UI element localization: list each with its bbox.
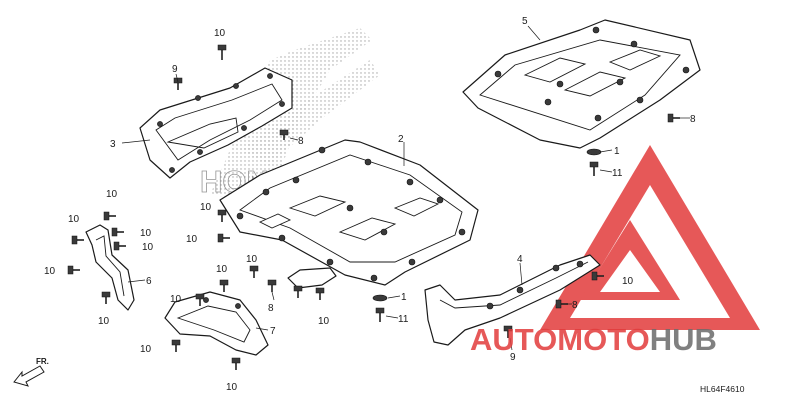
bolt-icon — [249, 265, 259, 278]
bolt-icon — [231, 357, 241, 370]
watermark-text-moto: MOTO — [557, 322, 649, 357]
callout-10: 10 — [44, 266, 56, 277]
callout-8: 8 — [690, 114, 696, 125]
step-bar-part-4 — [424, 254, 601, 346]
bolt-icon — [71, 235, 84, 245]
bolt-icon — [267, 279, 277, 292]
bolt-icon — [103, 211, 116, 221]
bolt-icon — [217, 44, 227, 60]
callout-3: 3 — [110, 139, 116, 150]
bolt-icon — [111, 227, 124, 237]
callout-10: 10 — [142, 242, 154, 253]
callout-11: 11 — [612, 168, 623, 179]
fastener-bolts — [67, 44, 680, 370]
callout-5: 5 — [522, 16, 528, 27]
callout-10: 10 — [98, 316, 110, 327]
callout-8: 8 — [298, 136, 304, 147]
guard-part-3 — [139, 67, 293, 179]
callout-10: 10 — [186, 234, 198, 245]
callout-1: 1 — [614, 146, 620, 157]
callout-10: 10 — [318, 316, 330, 327]
watermark-wordmark: AUTOMOTOHUB — [470, 322, 717, 357]
callout-10: 10 — [140, 228, 152, 239]
bolt-icon — [173, 77, 183, 90]
bracket-part-6 — [85, 224, 135, 311]
bolt-icon — [293, 285, 303, 298]
callout-10: 10 — [140, 344, 152, 355]
callout-6: 6 — [146, 276, 152, 287]
diagram-code: HL64F4610 — [700, 384, 745, 394]
bolt-icon — [171, 339, 181, 352]
callout-10: 10 — [214, 28, 226, 39]
watermark-text-hub: HUB — [650, 322, 717, 357]
leader-lines — [121, 25, 690, 351]
skid-plate-part-2 — [219, 139, 479, 286]
callout-10: 10 — [106, 189, 118, 200]
callout-2: 2 — [398, 134, 404, 145]
callout-11: 11 — [398, 314, 409, 325]
center-bracket — [287, 267, 337, 289]
callout-10: 10 — [246, 254, 258, 265]
collar-icon — [372, 294, 388, 302]
bolt-icon — [67, 265, 80, 275]
bolt-icon — [219, 279, 229, 292]
callout-8: 8 — [572, 300, 578, 311]
front-direction-arrow-icon: FR. — [13, 357, 49, 387]
bolt-icon — [591, 271, 604, 281]
bolt-icon — [217, 209, 227, 222]
bolt-icon — [375, 307, 385, 322]
bolt-icon — [113, 241, 126, 251]
skid-plate-part-5 — [462, 19, 701, 149]
collar-icon — [586, 148, 602, 156]
callout-10: 10 — [622, 276, 634, 287]
callout-1: 1 — [401, 292, 407, 303]
bolt-icon — [667, 113, 680, 123]
callout-10: 10 — [68, 214, 80, 225]
bolt-icon — [589, 161, 599, 176]
callout-9: 9 — [172, 64, 178, 75]
callout-labels: 5 2 3 4 6 7 1 1 11 11 8 8 8 8 9 9 10 10 … — [44, 16, 696, 393]
callout-10: 10 — [226, 382, 238, 393]
bolt-icon — [315, 287, 325, 300]
callout-8: 8 — [268, 303, 274, 314]
callout-10: 10 — [200, 202, 212, 213]
callout-10: 10 — [216, 264, 228, 275]
callout-9: 9 — [510, 352, 516, 363]
callout-7: 7 — [270, 326, 276, 337]
watermark-triangle-logo — [540, 145, 760, 330]
bolt-icon — [503, 325, 513, 338]
callout-4: 4 — [517, 254, 523, 265]
callout-10: 10 — [170, 294, 182, 305]
bolt-icon — [101, 291, 111, 304]
svg-text:AUTOMOTOHUB: AUTOMOTOHUB — [470, 322, 717, 357]
bolt-icon — [217, 233, 230, 243]
bolt-icon — [279, 129, 289, 140]
direction-label: FR. — [36, 357, 49, 366]
bolt-icon — [195, 293, 205, 306]
watermark-text-auto: AUTO — [470, 322, 557, 357]
